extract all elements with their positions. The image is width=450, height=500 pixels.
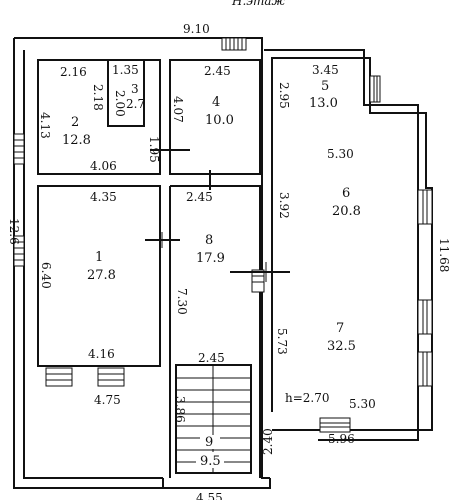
room-3-dim-side: 2.00 [113,90,127,117]
room-5-area: 13.0 [309,96,338,111]
room-2-dim-inner: 2.18 [91,84,105,111]
room-6-dim-top: 5.30 [327,147,354,161]
window-top [221,37,247,51]
room-1-dim-bottom: 4.16 [88,347,115,361]
room-3-outline [107,59,145,127]
room-6-dim-side: 3.92 [277,192,291,219]
doors [145,142,290,282]
windows [13,37,433,433]
room-9-area: 9.5 [200,454,221,469]
room-4-number: 4 [212,95,220,110]
room-4-dim-side: 4.07 [171,96,185,123]
room-6-number: 6 [342,186,350,201]
room-4-dim-door: 1.95 [147,136,161,163]
room-8-dim-top: 2.45 [186,190,213,204]
dim-top-width: 9.10 [183,22,210,36]
room-9-number: 9 [205,435,213,450]
room-2-area: 12.8 [62,133,91,148]
room-4-area: 10.0 [205,113,234,128]
window-room6-left [251,269,265,293]
room-4-dim-top: 2.45 [204,64,231,78]
room-5-dim-side: 2.95 [277,82,291,109]
room-1-outline [37,185,161,367]
staircase [176,365,251,473]
room-2-dim-bottom: 4.06 [90,159,117,173]
room-8-dim-side: 7.30 [175,288,189,315]
dim-stair-offset: 2.40 [261,428,275,455]
room-7-dim-outer: 5.96 [328,432,355,446]
room-8-dim-stair: 2.45 [198,351,225,365]
room-1-area: 27.8 [87,268,116,283]
window-bottom-left-1 [45,367,73,387]
window-right-2 [417,189,433,225]
room-4-outline [169,59,261,175]
room-5-dim-top: 3.45 [312,63,339,77]
dim-left-bottom: 4.75 [94,393,121,407]
room-1-dim-top: 4.35 [90,190,117,204]
window-right-1 [369,75,381,103]
window-bottom-right [319,417,351,433]
window-bottom-left-2 [97,367,125,387]
room-9-dim-side: 3.86 [173,396,187,423]
top-caption: Н.этаж [231,0,286,8]
window-left-upper [13,133,25,165]
room-1-dim-side: 6.40 [39,262,53,289]
ceiling-height: h=2.70 [285,391,330,405]
room-3-number: 3 [131,82,139,96]
outer-walls [13,37,433,489]
room-7-dim-bottom: 5.30 [349,397,376,411]
room-3-dim-top: 1.35 [112,63,139,77]
room-8-area: 17.9 [196,251,225,266]
window-left-lower [13,235,25,267]
room-2-number: 2 [71,115,79,130]
room-5-number: 5 [321,79,329,94]
room-7-area: 32.5 [327,339,356,354]
dim-left-height: 12.6 [7,218,21,245]
room-8-number: 8 [205,233,213,248]
dim-right-height: 11.68 [437,238,450,272]
window-right-4 [417,351,433,387]
room-2-outline [37,59,161,175]
room-2-dim-top: 2.16 [60,65,87,79]
room-2-dim-side: 4.13 [38,112,52,139]
room-1-number: 1 [95,250,103,265]
room-3-area: 2.7 [126,97,145,111]
window-right-3 [417,299,433,335]
room-7-number: 7 [336,321,344,336]
room-7-dim-side: 5.73 [275,328,289,355]
dim-bottom-width: 4.55 [196,491,223,500]
room-6-area: 20.8 [332,204,361,219]
